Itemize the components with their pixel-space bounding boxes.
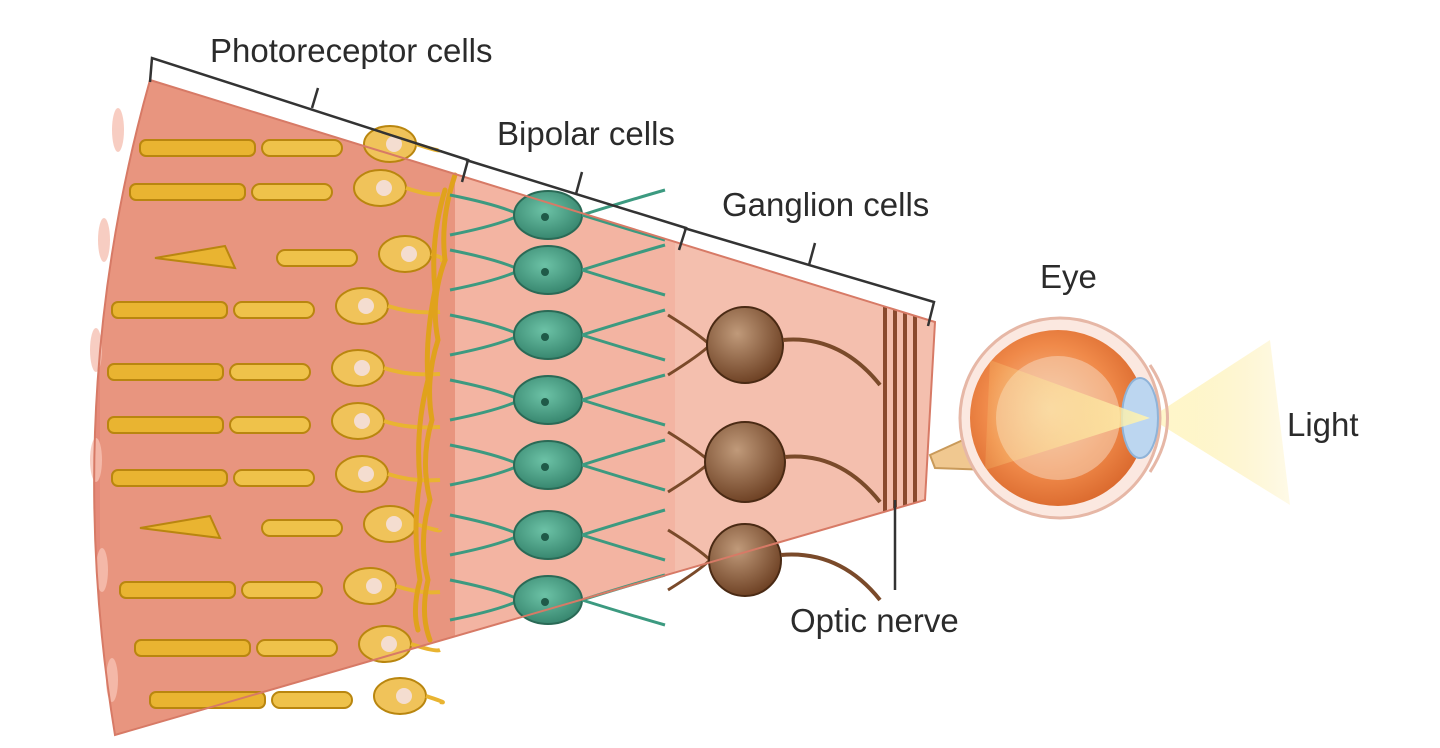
bipolar-cell — [449, 438, 666, 492]
ganglion-bracket — [683, 226, 936, 327]
ganglion-cell — [667, 306, 882, 387]
ganglion-cells — [667, 306, 882, 602]
bipolar-cells-label: Bipolar cells — [497, 115, 675, 152]
ganglion-cells-label: Ganglion cells — [722, 186, 929, 223]
optic-fibers — [883, 300, 917, 520]
diagram-labels: Photoreceptor cells Bipolar cells Gangli… — [210, 32, 1359, 639]
pigment-epithelium — [90, 108, 124, 702]
light-beam-inside — [985, 360, 1150, 470]
photoreceptor-cell — [149, 677, 445, 715]
photoreceptor-cells — [107, 125, 448, 715]
photoreceptor-cell — [107, 349, 441, 387]
photoreceptor-cell — [119, 567, 441, 605]
bipolar-cell — [449, 508, 666, 562]
bipolar-cell — [449, 243, 666, 297]
eye-label: Eye — [1040, 258, 1097, 295]
optic-nerve-label: Optic nerve — [790, 602, 959, 639]
ganglion-cell — [667, 421, 882, 504]
photoreceptor-cell — [139, 505, 442, 543]
bipolar-cell — [449, 573, 666, 627]
label-brackets — [148, 56, 936, 590]
bipolar-cell — [449, 373, 666, 427]
photoreceptor-cell — [134, 625, 441, 663]
photoreceptor-cell — [111, 455, 441, 493]
photoreceptor-bracket — [148, 56, 470, 183]
light-label: Light — [1287, 406, 1359, 443]
photoreceptor-cell — [107, 402, 441, 440]
photoreceptor-cell — [139, 125, 442, 163]
eye-illustration — [928, 316, 1290, 520]
bipolar-cells — [449, 188, 666, 627]
photoreceptor-cell — [154, 235, 448, 273]
bipolar-cell — [449, 188, 666, 242]
photoreceptor-cell — [129, 169, 441, 207]
bipolar-cell — [449, 308, 666, 362]
photoreceptor-cells-label: Photoreceptor cells — [210, 32, 492, 69]
outer-synaptic-layer — [412, 172, 458, 643]
retina-section — [90, 78, 937, 737]
ganglion-cell — [667, 523, 882, 602]
photoreceptor-cell — [111, 287, 441, 325]
light-beam-incoming — [1150, 340, 1290, 505]
